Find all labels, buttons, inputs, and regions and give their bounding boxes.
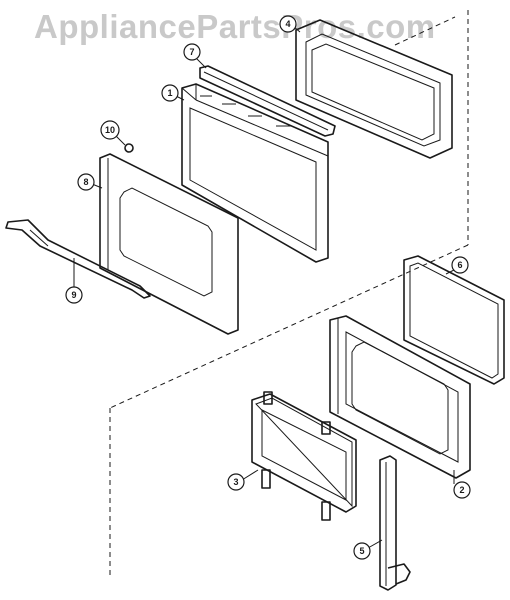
callout-1-label: 1 (167, 88, 172, 98)
part-3-window-assembly[interactable] (251, 391, 357, 521)
callout-8-label: 8 (83, 177, 88, 187)
part-4-door-frame[interactable] (295, 19, 453, 159)
watermark-text: AppliancePartsPros.com (34, 8, 436, 45)
part-7-trim-strip[interactable] (199, 65, 336, 137)
callout-9-label: 9 (71, 290, 76, 300)
callout-3-label: 3 (233, 477, 238, 487)
callout-2-label: 2 (459, 485, 464, 495)
callout-2: 2 (453, 481, 471, 499)
part-9-door-handle[interactable] (5, 219, 151, 299)
callout-10: 10 (100, 120, 120, 140)
callout-4-label: 4 (285, 19, 290, 29)
part-2-door-liner[interactable] (329, 315, 471, 479)
callout-3: 3 (227, 473, 245, 491)
callout-7: 7 (183, 43, 201, 61)
callout-6-label: 6 (457, 260, 462, 270)
callout-4: 4 (279, 15, 297, 33)
part-5-hinge[interactable] (379, 455, 411, 591)
callout-7-label: 7 (189, 47, 194, 57)
part-1-inner-door-panel[interactable] (181, 83, 329, 263)
enclosure-lines (109, 10, 469, 575)
callout-6: 6 (451, 256, 469, 274)
callout-5: 5 (353, 542, 371, 560)
part-6-door-gasket[interactable] (403, 255, 505, 385)
callout-8: 8 (77, 173, 95, 191)
part-10-screw[interactable] (124, 143, 134, 153)
callout-9: 9 (65, 286, 83, 304)
callout-10-label: 10 (105, 125, 115, 135)
part-8-outer-door-panel[interactable] (99, 153, 239, 335)
callout-1: 1 (161, 84, 179, 102)
callout-5-label: 5 (359, 546, 364, 556)
